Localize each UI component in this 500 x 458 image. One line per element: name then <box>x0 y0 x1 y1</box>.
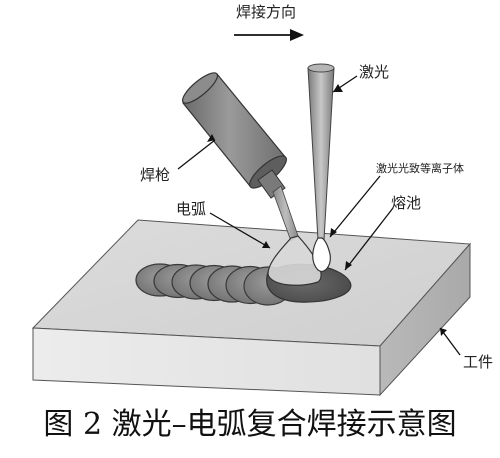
laser-beam <box>307 63 335 241</box>
laser-plasma-shape <box>312 237 331 272</box>
laser-leader-arrowhead <box>333 84 343 92</box>
workpiece-side-face <box>379 242 471 397</box>
weld-direction-label: 焊接方向 <box>236 3 297 21</box>
arc-leader <box>209 212 271 249</box>
torch-leader <box>177 139 216 170</box>
arc-label: 电弧 <box>176 200 207 218</box>
leader-lines <box>177 75 461 356</box>
laser-beam-top <box>307 63 335 73</box>
torch-leader-arrowhead <box>207 134 215 142</box>
pool-leader-arrowhead <box>345 261 352 270</box>
torch-top-end <box>181 72 219 104</box>
arc-leader-arrowhead <box>262 241 270 248</box>
laser-plasma-label: 激光光致等离子体 <box>376 162 464 175</box>
laser-label: 激光 <box>359 63 390 81</box>
plasma-leader <box>329 175 381 238</box>
welding-torch-label: 焊枪 <box>140 166 171 184</box>
pool-leader <box>344 207 394 271</box>
welding-torch <box>181 72 299 242</box>
figure-caption: 图 2 激光–电弧复合焊接示意图 <box>43 407 457 442</box>
weld-pool-label: 熔池 <box>391 194 422 212</box>
laser-beam-shape <box>307 67 335 241</box>
workpiece-leader-arrowhead <box>440 328 447 336</box>
workpiece-label: 工件 <box>463 353 494 371</box>
workpiece-block <box>31 219 472 397</box>
plasma-leader-arrowhead <box>330 228 337 237</box>
weld-direction-arrow <box>234 29 304 41</box>
